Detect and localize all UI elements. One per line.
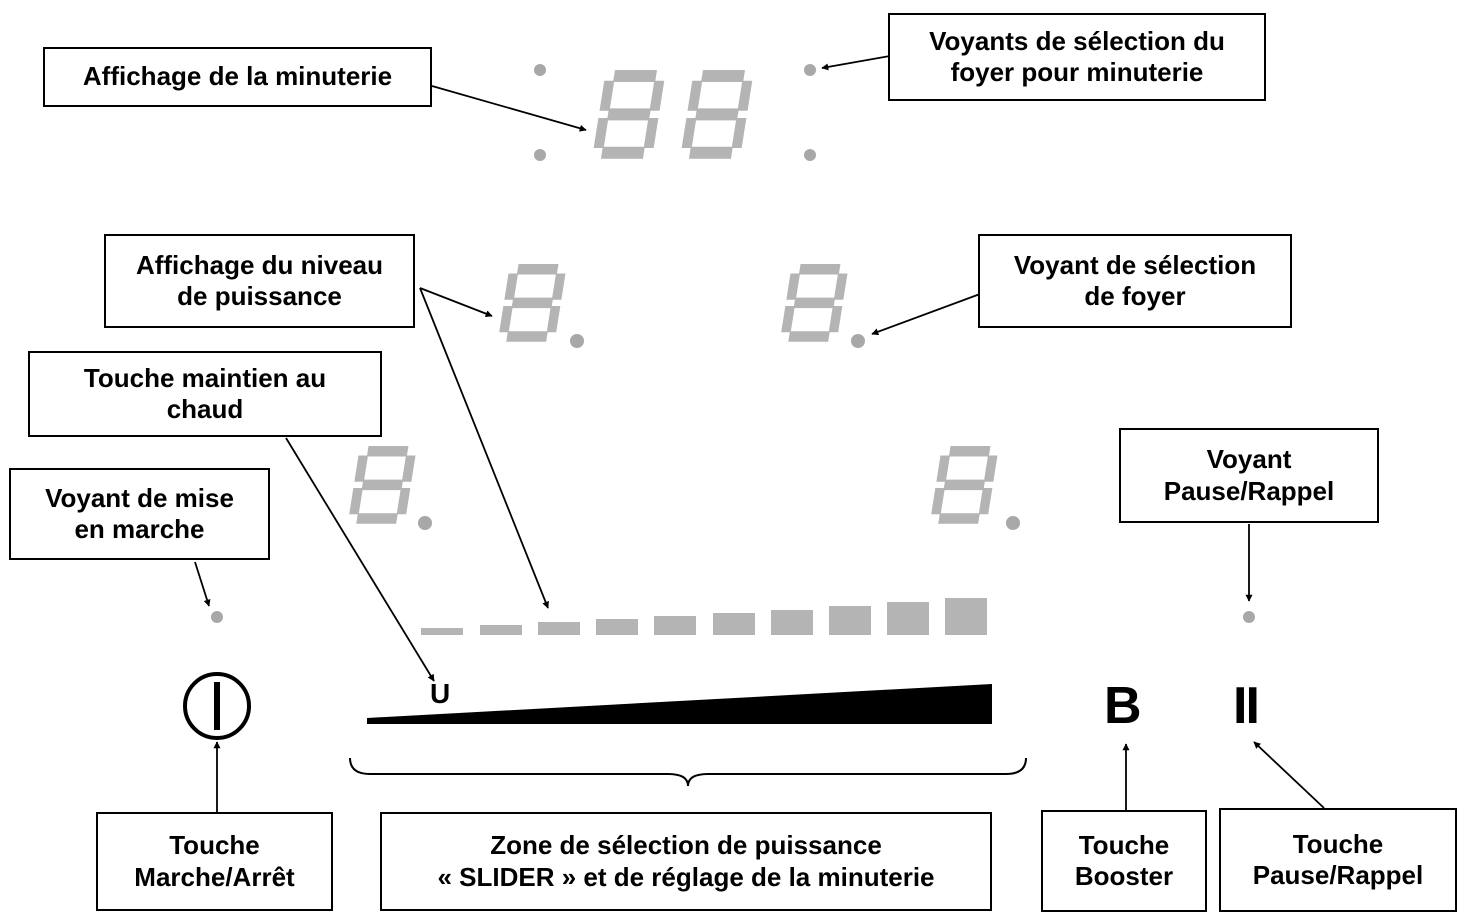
callout-keep-warm-key-line-1: Touche maintien au: [83, 362, 327, 393]
power-level-bargraph: [421, 598, 987, 635]
pause-key-symbol[interactable]: II: [1233, 677, 1260, 735]
power-digit-zone-4: [931, 446, 998, 524]
callout-timer-display-line-1: Affichage de la minuterie: [82, 61, 393, 92]
power-digit-zone-4-dot: [1006, 516, 1020, 530]
callout-timer-zone-leds-line-2: foyer pour minuterie: [950, 57, 1204, 87]
leader-timer-display: [431, 85, 587, 132]
callout-pause-recall-key-line-1: Touche: [1292, 828, 1384, 859]
timer-led-bottom-left: [534, 149, 546, 161]
callout-on-off-key-line-1: Touche: [169, 830, 260, 861]
timer-zone-led-bottom-right: [804, 149, 816, 161]
bargraph-step-6: [713, 613, 755, 635]
bargraph-step-3: [538, 622, 580, 635]
callout-keep-warm-key: Touche maintien au chaud: [28, 351, 382, 437]
callout-on-off-key-line-2: Marche/Arrêt: [134, 861, 295, 892]
bargraph-step-9: [887, 602, 929, 635]
bargraph-step-5: [654, 616, 696, 635]
callout-power-on-led-line-2: en marche: [74, 514, 205, 544]
bargraph-step-10: [945, 598, 987, 635]
callout-booster-key-line-2: Booster: [1074, 861, 1174, 891]
callout-power-level-display-line-2: de puissance: [177, 281, 342, 311]
callout-booster-key-line-1: Touche: [1078, 829, 1170, 860]
power-icon: [183, 672, 251, 740]
booster-key-symbol[interactable]: B: [1104, 677, 1142, 735]
bargraph-step-2: [480, 625, 522, 635]
callout-pause-recall-key: Touche Pause/Rappel: [1219, 808, 1457, 912]
bargraph-step-1: [421, 628, 463, 635]
callout-power-on-led: Voyant de mise en marche: [9, 468, 270, 560]
leader-keep-warm: [285, 437, 435, 682]
timer-zone-led-top-right: [804, 64, 816, 76]
power-digit-zone-1-dot: [570, 334, 584, 348]
power-digit-zone-2: [781, 264, 848, 342]
callout-power-on-led-line-1: Voyant de mise: [45, 482, 234, 513]
callout-keep-warm-key-line-2: chaud: [166, 394, 244, 424]
timer-led-top-left: [534, 64, 546, 76]
callout-slider-zone-line-1: Zone de sélection de puissance: [490, 830, 882, 861]
zone-selection-led: [851, 334, 865, 348]
callout-timer-zone-leds-line-1: Voyants de sélection du: [929, 25, 1225, 56]
callout-zone-selection-line-2: de foyer: [1084, 281, 1186, 311]
bargraph-step-8: [829, 606, 871, 635]
power-slider[interactable]: [367, 684, 992, 724]
callout-slider-zone: Zone de sélection de puissance « SLIDER …: [380, 812, 992, 911]
timer-digit-2: [681, 70, 753, 159]
bargraph-step-7: [771, 610, 813, 635]
leader-timer-zone-led: [821, 55, 891, 71]
callout-timer-zone-leds: Voyants de sélection du foyer pour minut…: [888, 13, 1266, 101]
timer-digit-1: [593, 70, 665, 159]
callout-zone-selection-line-1: Voyant de sélection: [1013, 249, 1257, 280]
power-icon-bar: [214, 682, 220, 730]
power-digit-zone-3: [349, 446, 416, 524]
callout-pause-recall-key-line-2: Pause/Rappel: [1252, 860, 1424, 890]
power-digit-zone-3-dot: [418, 516, 432, 530]
callout-zone-selection: Voyant de sélection de foyer: [978, 234, 1292, 328]
callout-pause-recall-led: Voyant Pause/Rappel: [1119, 428, 1379, 523]
slider-brace: [349, 757, 1027, 787]
leader-zone-selection: [871, 293, 981, 336]
pause-recall-led: [1243, 611, 1255, 623]
on-off-key[interactable]: [183, 672, 251, 740]
callout-slider-zone-line-2: « SLIDER » et de réglage de la minuterie: [437, 861, 935, 892]
leader-power-on-led: [194, 561, 211, 607]
callout-timer-display: Affichage de la minuterie: [43, 47, 432, 107]
callout-on-off-key: Touche Marche/Arrêt: [96, 812, 333, 911]
leader-power-bargraph: [419, 287, 549, 609]
callout-booster-key: Touche Booster: [1041, 810, 1207, 912]
keep-warm-symbol[interactable]: U: [430, 678, 451, 709]
power-on-led: [211, 611, 223, 623]
callout-pause-recall-led-line-2: Pause/Rappel: [1163, 475, 1335, 506]
callout-power-level-display-line-1: Affichage du niveau: [135, 249, 384, 280]
bargraph-step-4: [596, 619, 638, 635]
callout-pause-recall-led-line-1: Voyant: [1206, 444, 1292, 475]
callout-power-level-display: Affichage du niveau de puissance: [104, 234, 415, 328]
leader-pause-recall-key: [1253, 741, 1325, 809]
power-digit-zone-1: [499, 264, 566, 342]
leader-power-digit: [419, 287, 493, 317]
